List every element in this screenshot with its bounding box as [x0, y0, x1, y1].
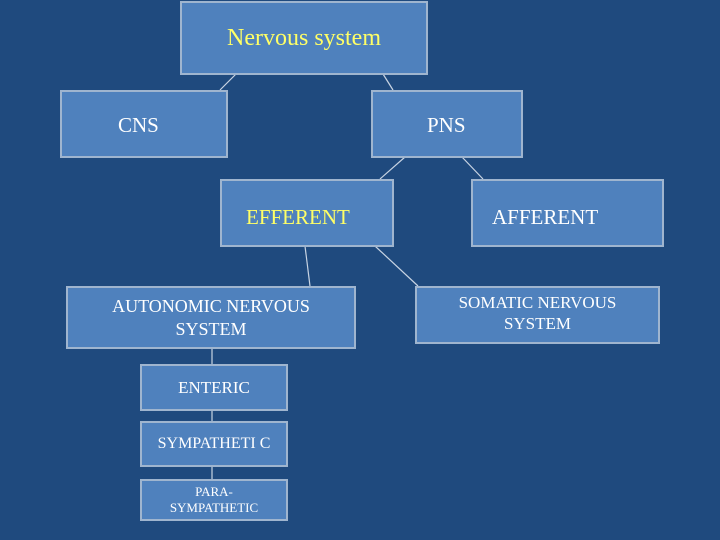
- cns-label: CNS: [118, 113, 159, 137]
- enteric-node: ENTERIC: [140, 364, 288, 411]
- somatic-label: SOMATIC NERVOUS SYSTEM: [458, 293, 617, 334]
- cns-node: CNS: [60, 90, 228, 158]
- autonomic-nervous-system-node: AUTONOMIC NERVOUS SYSTEM: [66, 286, 356, 349]
- link-root-cns: [219, 73, 237, 91]
- sympathetic-node: SYMPATHETI C: [140, 421, 288, 467]
- efferent-label: EFFERENT: [246, 205, 350, 229]
- sympathetic-label: SYMPATHETI C: [157, 435, 271, 452]
- enteric-label: ENTERIC: [178, 377, 250, 397]
- nervous-system-label: Nervous system: [227, 25, 381, 51]
- link-pns-afferent: [461, 156, 484, 180]
- pns-node: PNS: [371, 90, 523, 158]
- autonomic-label: AUTONOMIC NERVOUS SYSTEM: [112, 296, 310, 339]
- efferent-node: EFFERENT: [220, 179, 394, 247]
- somatic-nervous-system-node: SOMATIC NERVOUS SYSTEM: [415, 286, 660, 344]
- afferent-node: AFFERENT: [471, 179, 664, 247]
- link-efferent-somatic: [374, 245, 419, 287]
- link-root-pns: [382, 73, 394, 91]
- pns-label: PNS: [427, 113, 466, 137]
- link-pns-efferent: [379, 156, 406, 180]
- link-efferent-autonomic: [304, 245, 311, 287]
- nervous-system-node: Nervous system: [180, 1, 428, 75]
- parasympathetic-label: PARA-SYMPATHETIC: [169, 483, 259, 515]
- parasympathetic-node: PARA-SYMPATHETIC: [140, 479, 288, 521]
- afferent-label: AFFERENT: [492, 205, 599, 229]
